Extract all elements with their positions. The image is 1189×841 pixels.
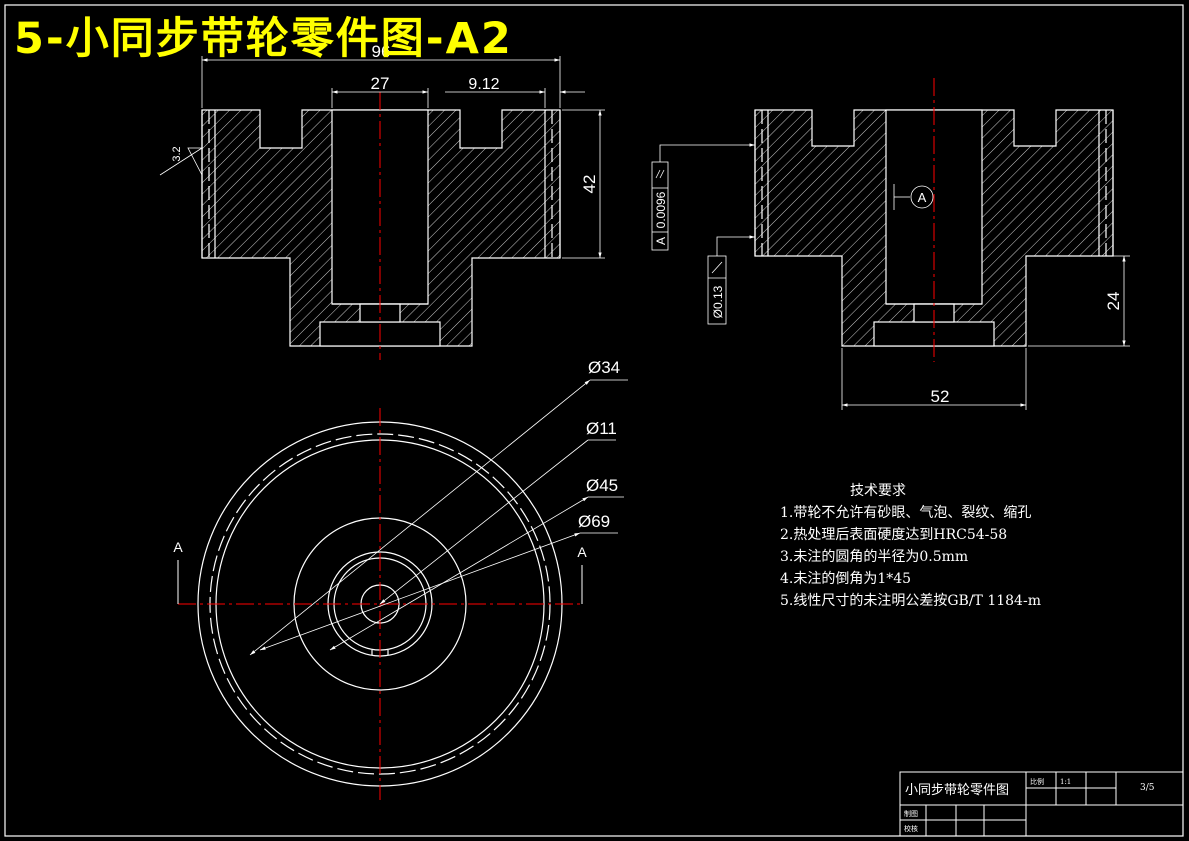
title-block-part-name: 小同步带轮零件图 <box>905 783 1009 798</box>
title-block-drawn-label: 制图 <box>904 809 918 818</box>
dim-bore-width: 27 <box>371 74 390 93</box>
roughness-symbol <box>159 147 204 176</box>
left-section-view <box>201 109 561 347</box>
title-block-sheet: 3/5 <box>1140 783 1155 793</box>
title-block <box>899 771 1184 837</box>
dim-dia-34: Ø34 <box>588 358 620 377</box>
dim-base-width: 52 <box>931 387 950 406</box>
section-label-right: A <box>577 544 587 560</box>
section-label-left: A <box>173 539 183 555</box>
roughness-value: 3.2 <box>171 146 183 161</box>
dim-dia-11: Ø11 <box>586 419 617 438</box>
sheet-border <box>4 4 1184 837</box>
datum-a-circle <box>910 185 934 209</box>
dim-dia-45: Ø45 <box>586 476 618 495</box>
tech-requirement-item: 4.未注的倒角为1*45 <box>780 571 912 587</box>
tech-requirements: 技术要求 1.带轮不允许有砂眼、气泡、裂纹、缩孔 2.热处理后表面硬度达到HRC… <box>780 480 1041 612</box>
tech-requirements-heading: 技术要求 <box>850 483 906 499</box>
tolerance-parallelism-value: 0.0096 <box>654 191 668 228</box>
title-block-checked-label: 校核 <box>904 824 918 833</box>
dim-dia-69: Ø69 <box>578 512 610 531</box>
title-block-scale-label: 比例 <box>1030 777 1044 786</box>
title-block-scale-value: 1:1 <box>1060 778 1071 786</box>
tolerance-runout-value: Ø0.13 <box>711 285 725 318</box>
dim-outer-diameter: 96 <box>372 42 391 61</box>
datum-a-label: A <box>918 190 927 205</box>
tech-requirement-item: 3.未注的圆角的半径为0.5mm <box>780 549 969 565</box>
dim-base-height: 24 <box>1104 292 1123 311</box>
drawing-title: 5-小同步带轮零件图-A2 <box>14 14 513 64</box>
right-dimensions <box>651 143 1130 410</box>
tech-requirement-item: 2.热处理后表面硬度达到HRC54-58 <box>780 527 1008 543</box>
left-dimensions <box>159 56 605 259</box>
dim-height: 42 <box>580 175 599 194</box>
tech-requirement-item: 5.线性尺寸的未注明公差按GB/T 1184-m <box>780 593 1041 609</box>
tolerance-parallelism-datum: A <box>654 237 668 245</box>
tech-requirement-item: 1.带轮不允许有砂眼、气泡、裂纹、缩孔 <box>780 505 1032 521</box>
diameter-leaders <box>249 379 628 656</box>
dim-groove-offset: 9.12 <box>468 76 499 93</box>
